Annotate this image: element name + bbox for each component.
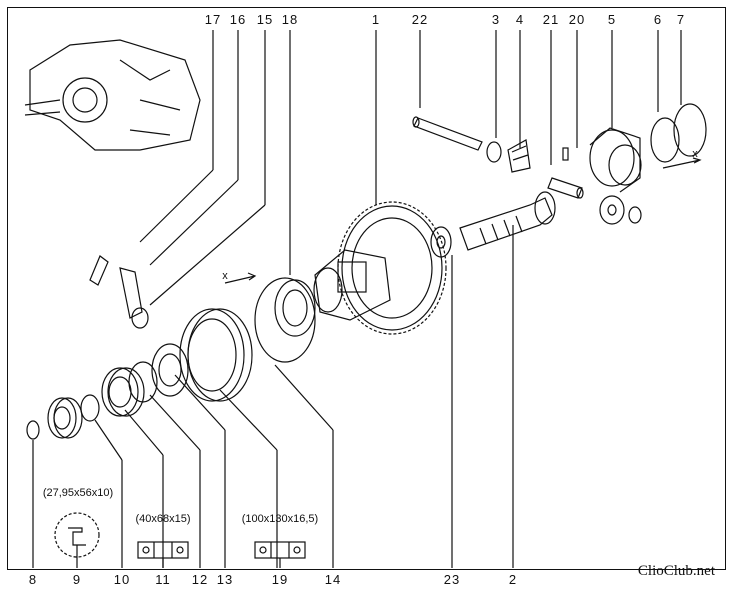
callout-20: 20: [568, 12, 586, 27]
diagram-frame: [7, 7, 726, 570]
callout-17: 17: [204, 12, 222, 27]
watermark: ClioClub.net: [637, 563, 715, 579]
callout-14: 14: [324, 572, 342, 587]
callout-8: 8: [28, 572, 38, 587]
callout-16: 16: [229, 12, 247, 27]
planet-gear: [507, 139, 531, 173]
differential-housing: [589, 127, 642, 193]
crown-wheel: [337, 201, 447, 335]
seal-profile-detail: [54, 512, 100, 558]
callout-22: 22: [411, 12, 429, 27]
differential-carrier: [313, 249, 391, 321]
bearing-symbol-19: [254, 541, 306, 559]
large-bearing: [179, 308, 253, 402]
callout-15: 15: [256, 12, 274, 27]
small-bearing-dimension-label: (40x68x15): [135, 513, 191, 525]
callout-9: 9: [72, 572, 82, 587]
clearance-x-left: x: [222, 270, 228, 282]
seal-dimension-label: (27,95x56x10): [42, 487, 114, 499]
callout-19: 19: [271, 572, 289, 587]
callout-23: 23: [443, 572, 461, 587]
callout-6: 6: [653, 12, 663, 27]
callout-10: 10: [113, 572, 131, 587]
pinion-shaft: [412, 116, 483, 151]
transmission-thumbnail: [24, 39, 201, 151]
callout-1: 1: [371, 12, 381, 27]
callout-12: 12: [191, 572, 209, 587]
callout-18: 18: [281, 12, 299, 27]
callout-2: 2: [508, 572, 518, 587]
callout-11: 11: [155, 572, 171, 587]
callout-4: 4: [515, 12, 525, 27]
callout-7: 7: [676, 12, 686, 27]
callout-21: 21: [542, 12, 560, 27]
callout-13: 13: [216, 572, 234, 587]
clearance-x-right: x: [692, 148, 698, 160]
side-gear-shaft: [459, 191, 556, 251]
callout-3: 3: [491, 12, 501, 27]
callout-5: 5: [607, 12, 617, 27]
large-bearing-dimension-label: (100x130x16,5): [241, 513, 319, 525]
